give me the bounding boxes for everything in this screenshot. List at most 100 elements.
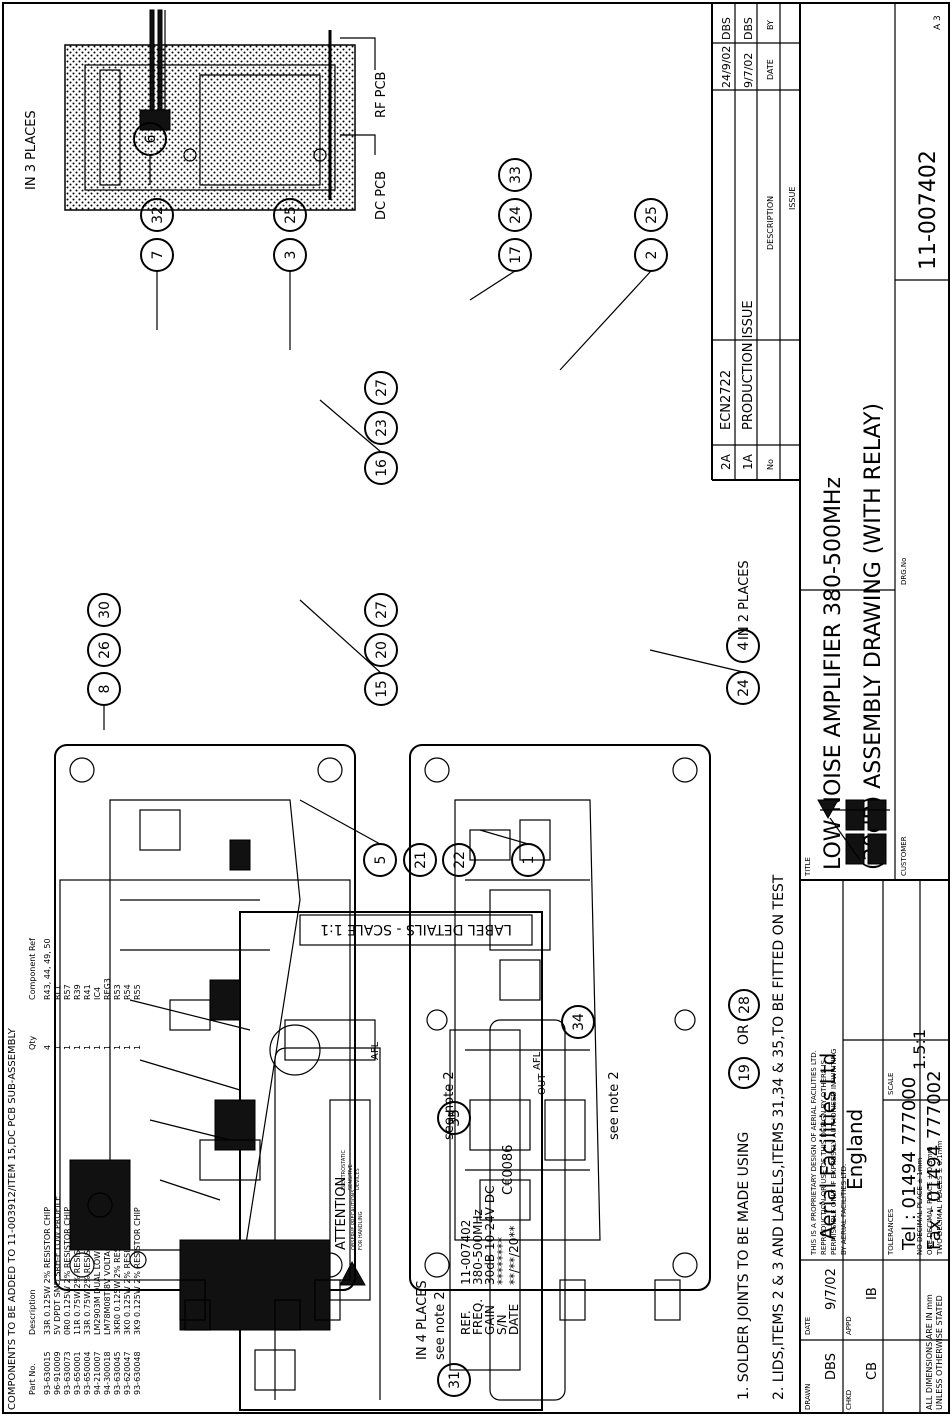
col-part-no: Part No. <box>28 1363 37 1395</box>
attention-sub-3: ELECTROSTATIC <box>341 1150 347 1190</box>
rev-by-1a: DBS <box>742 17 755 40</box>
svg-text:27: 27 <box>374 601 390 619</box>
components-heading: COMPONENTS TO BE ADDED TO 11-003912/ITEM… <box>7 1027 18 1410</box>
svg-text:8: 8 <box>97 685 113 694</box>
dims-note-1: ALL DIMENSIONS ARE IN mm <box>925 1294 934 1410</box>
svg-text:32: 32 <box>150 206 166 224</box>
callout-16: 16 <box>364 451 398 485</box>
title-label: TITLE <box>804 857 812 877</box>
callout-24-right: 24 <box>498 198 532 232</box>
rev-issue-label: ISSUE <box>788 187 797 210</box>
company-tel: Tel : 01494 777000 <box>899 1077 920 1251</box>
assembly-view-bottom <box>409 744 711 1321</box>
label-field-ref: REF. <box>459 1310 473 1335</box>
component-qty: 1 <box>63 1045 72 1050</box>
rev-header-no: No <box>766 459 775 470</box>
component-ref: R39 <box>73 984 82 1000</box>
note-2: 2. LIDS,ITEMS 2 & 3 AND LABELS,ITEMS 31,… <box>771 874 787 1400</box>
component-ref: RL1 <box>53 985 62 1000</box>
note-ref-19: 19 <box>728 1057 760 1089</box>
callout-27-mid: 27 <box>364 593 398 627</box>
attention-sub-2: FOR HANDLING <box>358 1211 364 1250</box>
tolerances-label: TOLERANCES <box>887 1208 895 1256</box>
svg-text:16: 16 <box>374 459 390 477</box>
callout-30: 30 <box>87 593 121 627</box>
drawn-label: DRAWN <box>804 1383 812 1410</box>
component-desc: 3KR0 0.125W 2% RESISTOR CHIP <box>113 1202 122 1335</box>
appd-label: APPD <box>845 1316 853 1335</box>
callout-31: 31 <box>437 1363 471 1397</box>
callout-25-right: 25 <box>634 198 668 232</box>
component-part: 93-630073 <box>63 1351 72 1395</box>
svg-text:19: 19 <box>737 1064 753 1082</box>
appd-value: IB <box>865 1287 880 1300</box>
callout-26: 26 <box>87 633 121 667</box>
customer-label: CUSTOMER <box>900 836 908 876</box>
title-line-2: (30dB) ASSEMBLY DRAWING (WITH RELAY) <box>861 403 886 870</box>
component-part: 93-650001 <box>73 1351 82 1395</box>
out-label: OUT <box>537 1073 548 1095</box>
component-desc: 33R 0.125W 2% RESISTOR CHIP <box>43 1207 52 1335</box>
drg-no-label: DRG.No <box>900 558 908 585</box>
rev-desc-1a: PRODUCTION ISSUE <box>741 300 756 430</box>
component-ref: R41 <box>83 984 92 1000</box>
in-3-places: IN 3 PLACES <box>24 110 39 190</box>
component-desc: LM78M08T 8V VOLTAGE REGULATOR <box>103 1188 112 1335</box>
assembly-view-top <box>54 744 356 1331</box>
chkd-value: CB <box>865 1362 880 1380</box>
rev-header-by: BY <box>766 20 775 30</box>
svg-text:25: 25 <box>644 206 660 224</box>
component-part: 96-910009 <box>53 1351 62 1395</box>
svg-text:26: 26 <box>97 641 113 659</box>
afl-mark-top: AFL <box>370 1041 381 1060</box>
rev-header-desc: DESCRIPTION <box>766 196 775 250</box>
rev-no-2a: 2A <box>719 453 733 470</box>
date-value: 9/7/02 <box>824 1268 839 1310</box>
label-field-gain: GAIN <box>483 1305 497 1335</box>
svg-text:5: 5 <box>373 856 389 865</box>
company-fax: Fax : 01494 777002 <box>924 1070 945 1250</box>
approvals-block: DRAWN DBS DATE 9/7/02 CHKD CB APPD IB AL… <box>800 880 949 1413</box>
svg-text:30: 30 <box>97 601 113 619</box>
components-table: COMPONENTS TO BE ADDED TO 11-003912/ITEM… <box>7 938 37 1410</box>
component-qty: 1 <box>93 1045 102 1050</box>
notes: 1. SOLDER JOINTS TO BE MADE USING OR 2. … <box>736 874 787 1400</box>
svg-text:1: 1 <box>521 856 537 865</box>
label-field-date: DATE <box>507 1304 521 1335</box>
callout-21: 21 <box>403 843 437 877</box>
svg-text:17: 17 <box>508 246 524 264</box>
component-ref: R53 <box>113 984 122 1000</box>
callout-34: 34 <box>561 1005 595 1039</box>
label-details-heading-box <box>299 914 533 946</box>
label-value-gain: 30dB 10-24V DC <box>483 1186 497 1285</box>
svg-text:7: 7 <box>150 251 166 260</box>
sheet-size: A 3 <box>933 15 943 30</box>
rev-date-1a: 9/7/02 <box>742 53 755 88</box>
in-4-places: IN 4 PLACES <box>415 1280 430 1360</box>
component-part: 94-210007 <box>93 1351 102 1395</box>
svg-text:3: 3 <box>283 251 299 260</box>
callout-4: 4 <box>726 629 760 663</box>
component-qty: 1 <box>123 1045 132 1050</box>
svg-text:27: 27 <box>374 379 390 397</box>
svg-text:6: 6 <box>143 134 159 143</box>
component-qty: 1 <box>53 1045 62 1050</box>
component-part: 93-630045 <box>113 1351 122 1395</box>
component-desc: 0R0 0.125W 2% RESISTOR CHIP <box>63 1207 72 1335</box>
component-ref: R55 <box>133 984 142 1000</box>
scale-value: 1.5:1 <box>910 1029 929 1070</box>
callout-7: 7 <box>140 238 174 272</box>
label-value-ref: 11-007402 <box>459 1220 473 1285</box>
attention-sub-5: DEVICES <box>355 1168 361 1190</box>
chkd-label: CHKD <box>845 1390 853 1410</box>
drawing-number: 11-007402 <box>916 150 941 270</box>
component-qty: 4 <box>43 1045 52 1050</box>
svg-text:24: 24 <box>508 206 524 224</box>
rev-header-date: DATE <box>766 59 775 80</box>
label-field-sn: S/N <box>495 1314 509 1335</box>
label-value-freq: 380-500MHz <box>471 1209 485 1285</box>
svg-text:20: 20 <box>374 641 390 659</box>
component-ref: R57 <box>63 984 72 1000</box>
dc-pcb-label: DC PCB <box>374 171 389 220</box>
